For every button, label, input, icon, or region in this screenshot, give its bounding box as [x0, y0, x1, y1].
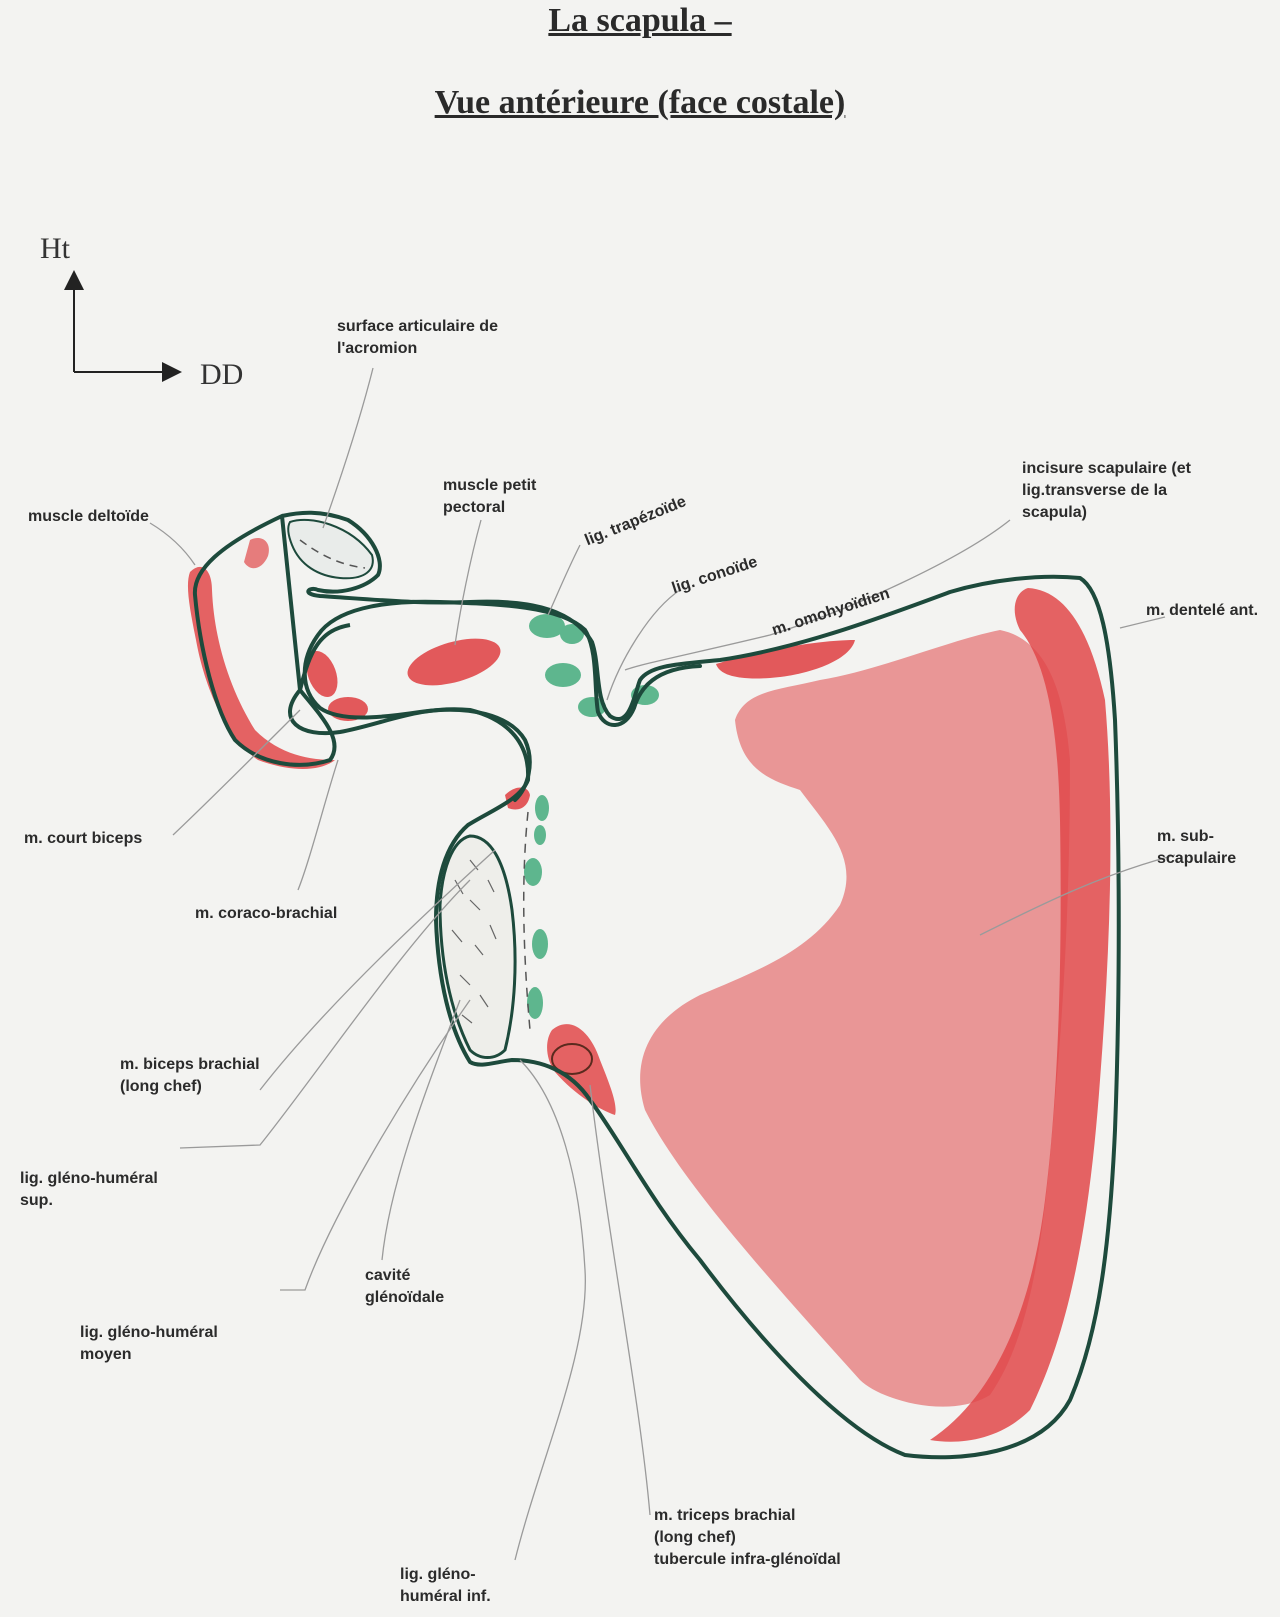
triceps-long-head-origin [547, 1024, 616, 1115]
deltoid-upper [244, 537, 269, 569]
short-biceps-origin [306, 650, 338, 698]
glenoid-hatching [451, 859, 497, 1024]
axis-up-label: Ht [40, 232, 70, 265]
scapula-outline [192, 510, 1121, 1460]
pec-minor-insertion [407, 638, 501, 686]
label-deltoid: muscle deltoïde [28, 508, 149, 525]
acromion-articular-surface [287, 518, 374, 580]
coracoid-process [302, 599, 702, 802]
serratus-anterior-muscle [930, 588, 1111, 1442]
orientation-arrows [64, 270, 182, 382]
label-short-biceps: m. court biceps [24, 830, 143, 847]
ligament-attachments [524, 614, 659, 1019]
label-triceps-long-head: m. triceps brachial(long chef)tubercule … [654, 1507, 841, 1568]
page-title: La scapula – [548, 2, 732, 39]
leader-lines [149, 367, 1176, 1561]
axis-right-label: DD [200, 358, 244, 391]
glenoid-labrum-dashes [522, 811, 531, 1031]
infraglenoid-tubercle [551, 1043, 593, 1075]
label-biceps-long-head: m. biceps brachial(long chef) [120, 1056, 260, 1095]
subscapularis-muscle [640, 630, 1070, 1407]
page-subtitle: Vue antérieure (face costale) [434, 84, 846, 121]
label-serratus-anterior: m. dentelé ant. [1146, 602, 1259, 619]
omohyoid-origin [716, 640, 855, 679]
acromion-dashes [299, 539, 366, 569]
label-subscapularis: m. sub-scapulaire [1157, 828, 1237, 867]
label-inf-glenohumeral-ligament: lig. gléno-huméral inf. [400, 1566, 491, 1605]
label-coracobrachialis: m. coraco-brachial [195, 905, 338, 922]
